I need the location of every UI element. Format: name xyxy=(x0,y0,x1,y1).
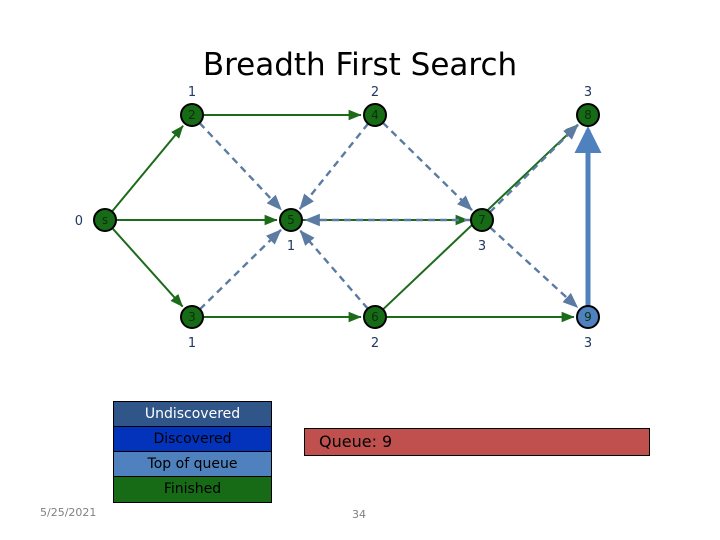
node-distance-labels-layer: 0 1 1 1 2 2 3 3 3 xyxy=(75,85,592,351)
slide-date: 5/25/2021 xyxy=(40,506,97,519)
node-distance-4: 2 xyxy=(371,85,379,100)
node-distance-8: 3 xyxy=(584,85,592,100)
node-distance-3: 1 xyxy=(188,336,196,351)
node-circle-6 xyxy=(363,305,387,329)
legend-item-undiscovered: Undiscovered xyxy=(114,402,271,427)
node-id-label-3: 3 xyxy=(188,310,196,324)
queue-label: Queue: 9 xyxy=(319,432,393,451)
legend-item-label: Top of queue xyxy=(147,456,238,472)
node-id-label-4: 4 xyxy=(371,108,379,122)
node-distance-7: 3 xyxy=(478,239,486,254)
node-distance-2: 1 xyxy=(188,85,196,100)
node-id-label-5: 5 xyxy=(287,213,295,227)
legend-item-top-of-queue: Top of queue xyxy=(114,452,271,477)
graph-node-s[interactable]: s xyxy=(93,208,117,232)
node-circle-9 xyxy=(576,305,600,329)
page-title: Breadth First Search xyxy=(202,47,518,83)
node-id-label-9: 9 xyxy=(584,310,592,324)
nodes-layer: s 2 3 5 4 6 7 8 9 xyxy=(93,103,600,329)
graph-node-3[interactable]: 3 xyxy=(180,305,204,329)
node-circle-7 xyxy=(470,208,494,232)
graph-edge-4-7 xyxy=(382,121,473,212)
node-distance-5: 1 xyxy=(287,239,295,254)
graph-node-9[interactable]: 9 xyxy=(576,305,600,329)
graph-edge-3-5 xyxy=(199,228,282,311)
legend-item-finished: Finished xyxy=(114,477,271,502)
graph-node-8[interactable]: 8 xyxy=(576,103,600,127)
slide-number: 34 xyxy=(352,508,366,521)
graph-edge-7-9 xyxy=(489,226,579,309)
graph-edge-4-5 xyxy=(298,122,370,210)
node-id-label-7: 7 xyxy=(478,213,486,227)
node-distance-s: 0 xyxy=(75,214,83,229)
node-id-label-2: 2 xyxy=(188,108,196,122)
graph-node-5[interactable]: 5 xyxy=(279,208,303,232)
node-id-label-6: 6 xyxy=(371,310,379,324)
node-id-label-s: s xyxy=(102,213,108,227)
node-distance-9: 3 xyxy=(584,336,592,351)
node-circle-5 xyxy=(279,208,303,232)
node-id-label-8: 8 xyxy=(584,108,592,122)
graph-edge-7-8 xyxy=(488,123,579,214)
legend-item-label: Undiscovered xyxy=(144,406,241,422)
graph-edge-2-5 xyxy=(198,122,283,211)
legend-item-label: Finished xyxy=(163,481,222,497)
node-circle-3 xyxy=(180,305,204,329)
graph-node-6[interactable]: 6 xyxy=(363,305,387,329)
graph-edge-s-2 xyxy=(111,125,184,213)
node-circle-8 xyxy=(576,103,600,127)
legend-item-label: Discovered xyxy=(153,431,232,447)
graph-edge-s-3 xyxy=(111,227,184,308)
queue-banner: Queue: 9 xyxy=(304,428,650,456)
node-circle-4 xyxy=(363,103,387,127)
node-distance-6: 2 xyxy=(371,336,379,351)
node-circle-s xyxy=(93,208,117,232)
graph-edge-6-5 xyxy=(299,229,369,310)
graph-node-7[interactable]: 7 xyxy=(470,208,494,232)
edges-layer xyxy=(111,109,602,323)
node-circle-2 xyxy=(180,103,204,127)
graph-node-2[interactable]: 2 xyxy=(180,103,204,127)
legend-item-discovered: Discovered xyxy=(114,427,271,452)
graph-node-4[interactable]: 4 xyxy=(363,103,387,127)
